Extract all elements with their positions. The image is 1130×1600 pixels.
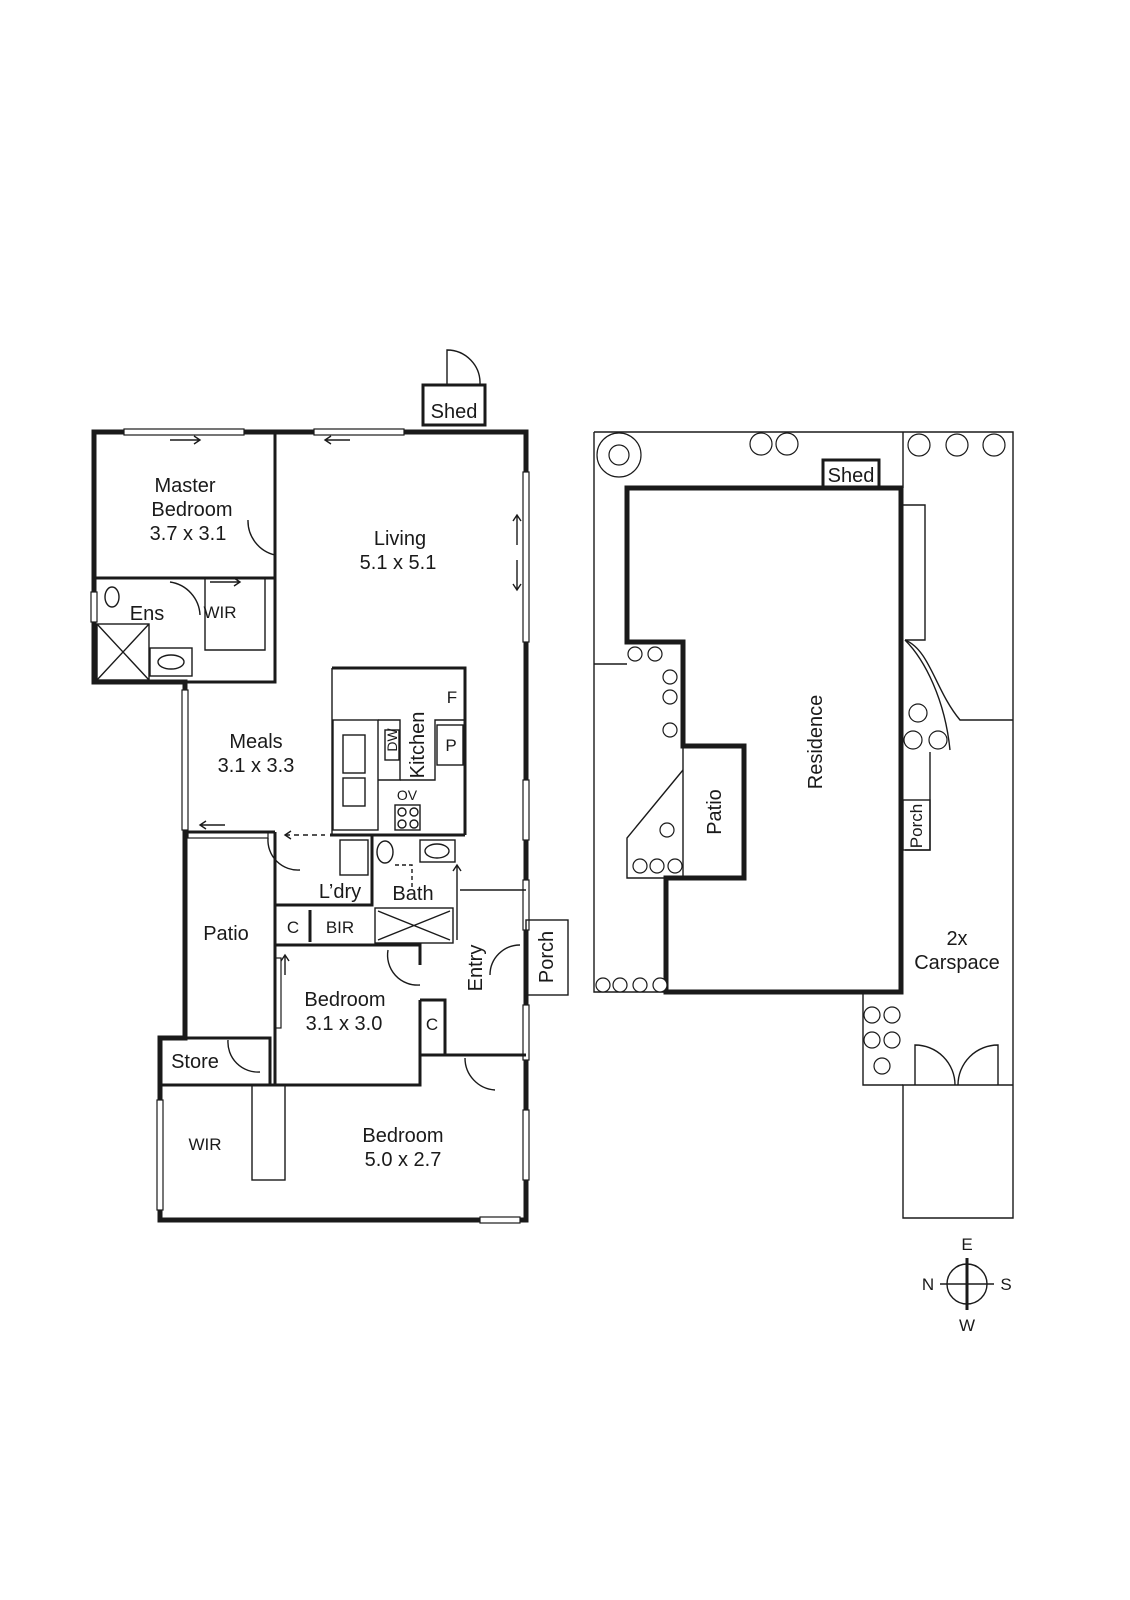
door-swings	[169, 519, 521, 1091]
bath-fittings	[339, 839, 456, 944]
trees	[595, 432, 1006, 1075]
residence-outline	[624, 485, 904, 995]
store-label: Store	[171, 1051, 219, 1073]
shrub-icon	[627, 646, 643, 662]
bedroom-3-size: 5.0 x 2.7	[365, 1149, 442, 1171]
shrub-icon	[632, 977, 648, 993]
interior-walls	[94, 432, 526, 1087]
laundry-label: L’dry	[319, 881, 361, 903]
meals-size: 3.1 x 3.3	[218, 755, 295, 777]
shrub-icon	[649, 858, 665, 874]
site-patio	[682, 745, 745, 879]
wir-master-label: WIR	[203, 603, 236, 622]
site-shed	[821, 458, 881, 490]
shrub-icon	[612, 977, 628, 993]
ensuite-fittings	[96, 586, 193, 681]
toilet-icon	[104, 586, 120, 608]
kitchen-label: Kitchen	[407, 712, 429, 779]
laundry-trough-icon	[339, 839, 369, 876]
bedroom-2-size: 3.1 x 3.0	[306, 1013, 383, 1035]
master-bedroom-label-2: Bedroom	[151, 499, 232, 521]
shrub-icon	[863, 1006, 881, 1024]
shrub-icon	[662, 722, 678, 738]
carspace-label-1: 2x	[946, 928, 967, 950]
basin-icon	[157, 654, 185, 670]
compass-north: N	[922, 1275, 934, 1294]
shed-door-swing	[446, 349, 481, 385]
shrub-icon	[883, 1006, 901, 1024]
shrub-icon	[662, 689, 678, 705]
shrub-icon	[659, 822, 675, 838]
porch-block	[525, 919, 569, 996]
site-porch	[902, 799, 931, 851]
site-shed-label: Shed	[828, 465, 875, 487]
floor-plan: Shed Master Bedroom 3.7 x 3.1 Living 5.1…	[90, 349, 569, 1224]
entry-label: Entry	[465, 945, 487, 992]
bathtub-icon	[374, 907, 454, 944]
pantry-label: P	[445, 736, 456, 755]
compass-east: E	[961, 1235, 972, 1254]
bir-label: BIR	[326, 918, 354, 937]
shrub-icon	[903, 730, 923, 750]
shed-label: Shed	[431, 401, 478, 423]
living-label: Living	[374, 528, 426, 550]
ens-label: Ens	[130, 603, 164, 625]
shrub-icon	[595, 977, 611, 993]
patio-label: Patio	[203, 923, 249, 945]
shrub-icon	[908, 703, 928, 723]
compass-west: W	[959, 1316, 975, 1335]
shrub-icon	[775, 432, 799, 456]
shrub-icon	[632, 858, 648, 874]
master-bedroom-label-1: Master	[154, 475, 215, 497]
bath-label: Bath	[392, 883, 433, 905]
shrub-icon	[907, 433, 931, 457]
shrub-icon	[873, 1057, 891, 1075]
oven-label: OV	[397, 787, 418, 803]
shrub-icon	[928, 730, 948, 750]
site-porch-label: Porch	[907, 804, 926, 848]
site-patio-label: Patio	[704, 789, 726, 835]
living-size: 5.1 x 5.1	[360, 552, 437, 574]
shrub-icon	[647, 646, 663, 662]
kitchen-fittings	[330, 666, 467, 837]
shed-block	[421, 349, 487, 427]
basin-icon	[424, 843, 450, 859]
cupboard-label: C	[287, 918, 299, 937]
cooktop-icon	[394, 804, 421, 831]
cupboard-2-label: C	[426, 1015, 438, 1034]
gate-swing	[914, 1044, 956, 1086]
meals-label: Meals	[229, 731, 282, 753]
wir-partition	[251, 1084, 286, 1181]
fridge-label: F	[447, 688, 457, 707]
sink-icon	[342, 734, 366, 774]
shrub-icon	[945, 433, 969, 457]
shrub-icon	[662, 669, 678, 685]
site-boundary	[594, 431, 1014, 1219]
site-plan: Shed Residence Patio Porch 2x Carspace	[593, 431, 1014, 1219]
bedroom-3-label: Bedroom	[362, 1125, 443, 1147]
windows	[90, 428, 530, 1224]
toilet-icon	[376, 840, 394, 864]
bedroom-2-label: Bedroom	[304, 989, 385, 1011]
dishwasher-label: DW	[384, 728, 400, 752]
residence-label: Residence	[805, 695, 827, 790]
shrub-icon	[982, 433, 1006, 457]
shower-icon	[96, 623, 150, 681]
carspace-label-2: Carspace	[914, 952, 1000, 974]
compass: E N S W	[922, 1235, 1012, 1335]
wir-bedroom-label: WIR	[188, 1135, 221, 1154]
compass-south: S	[1000, 1275, 1011, 1294]
master-bedroom-size: 3.7 x 3.1	[150, 523, 227, 545]
shrub-icon	[667, 858, 683, 874]
shrub-icon	[863, 1031, 881, 1049]
shrub-icon	[652, 977, 668, 993]
shrub-icon	[749, 432, 773, 456]
porch-label: Porch	[536, 931, 558, 983]
shrub-icon	[883, 1031, 901, 1049]
